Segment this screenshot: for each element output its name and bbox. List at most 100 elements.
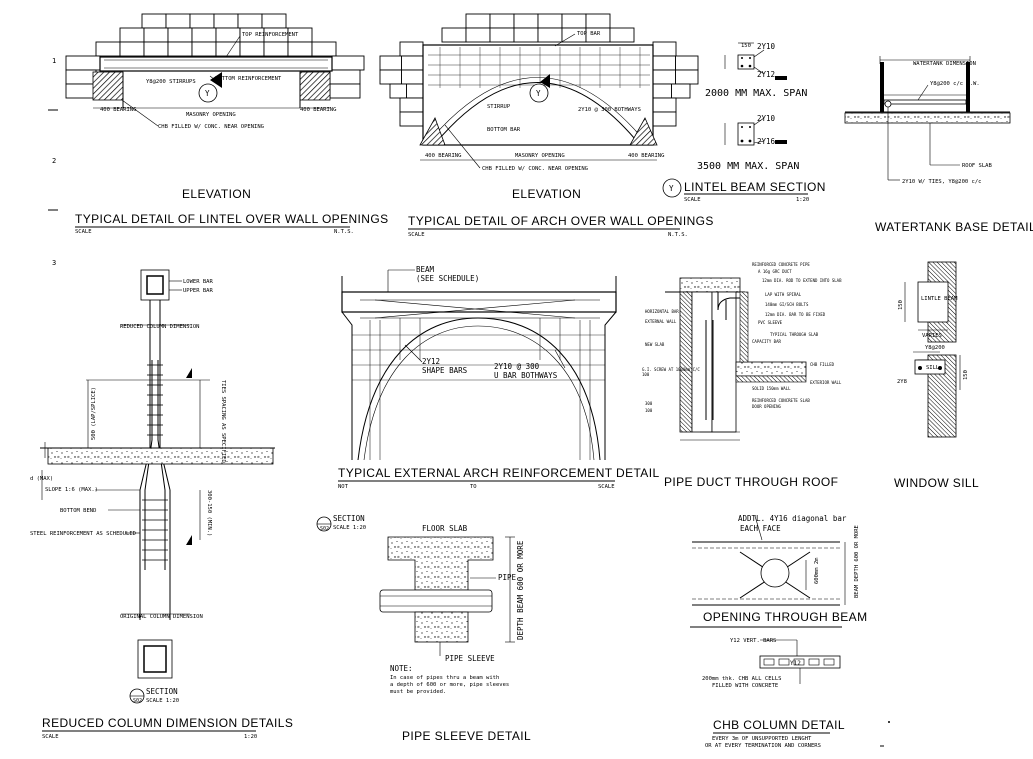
callout-note: G.I. SCREW AT 1000mm C/C bbox=[642, 367, 700, 372]
brick bbox=[65, 83, 97, 99]
chb-column-detail: Y12 VERT. BARS Y12 200mm thk. CHB ALL CE… bbox=[702, 638, 845, 749]
bearing-label: 400 BEARING bbox=[100, 107, 136, 113]
callout-note: CHB FILLED bbox=[810, 362, 835, 367]
section-label: SECTION bbox=[146, 687, 178, 696]
chb-filled-label: CHB FILLED W/ CONC. NEAR OPENING bbox=[158, 124, 264, 130]
elevation-label: ELEVATION bbox=[512, 187, 581, 201]
chb-cell bbox=[808, 658, 820, 666]
dimension-label: WATERTANK DIMENSION bbox=[913, 61, 976, 67]
brick bbox=[609, 27, 635, 43]
window-sill-detail: LINTLE BEAM 150 VARIES Y8@200 SILL 2Y8 1… bbox=[894, 261, 979, 490]
callout-note: CAPACITY BAR bbox=[752, 339, 781, 344]
row-number: 1 bbox=[52, 57, 56, 65]
reduced-column-detail: LOWER BAR UPPER BAR REDUCED COLUMN DIMEN… bbox=[30, 269, 293, 740]
dimension-label: 600mm 2m bbox=[814, 557, 820, 584]
stirrups-label: Y8@200 STIRRUPS bbox=[146, 79, 196, 85]
brick bbox=[513, 27, 539, 43]
brick bbox=[401, 69, 424, 85]
callout-note: SOLID 150mm WALL bbox=[752, 386, 791, 391]
callout-note: 12mm DIA. BAR TO BE FIXED bbox=[765, 312, 826, 317]
section-scale: SCALE 1:20 bbox=[146, 698, 179, 704]
each-face-label: EACH FACE bbox=[740, 524, 781, 533]
scale-label: SCALE bbox=[598, 484, 615, 490]
scale-value: N.T.S. bbox=[668, 232, 688, 238]
brick bbox=[671, 83, 691, 99]
brick bbox=[406, 83, 424, 99]
section-code: S02 bbox=[133, 698, 142, 704]
depth-label: BEAM DEPTH 600 OR MORE bbox=[854, 525, 860, 598]
arch-curve bbox=[433, 82, 641, 146]
bottom-bend-label: BOTTOM BEND bbox=[60, 508, 96, 514]
brick bbox=[379, 55, 402, 71]
stirrup-label: STIRRUP bbox=[487, 104, 511, 110]
chb-note: 200mm thk. CHB ALL CELLS bbox=[702, 676, 781, 682]
depth-label: DEPTH BEAM 600 OR MORE bbox=[516, 540, 525, 640]
bar-mark: Y12 bbox=[790, 660, 801, 667]
brick bbox=[215, 27, 241, 43]
upper-bar-label: UPPER BAR bbox=[183, 288, 213, 294]
row-number: 3 bbox=[52, 259, 56, 267]
arch-bar bbox=[357, 317, 601, 461]
brick bbox=[331, 55, 365, 71]
masonry-opening-label: MASONRY OPENING bbox=[186, 112, 236, 118]
brick bbox=[652, 83, 672, 99]
callout-note: LAP WITH SPIRAL bbox=[765, 292, 802, 297]
arch-bearing-right bbox=[629, 117, 658, 146]
brick bbox=[675, 55, 699, 71]
arch-detail: Y TOP BAR STIRRUP BOTTOM BAR 2Y10 @ 300 … bbox=[379, 13, 713, 238]
bottom-bar-label: BOTTOM BAR bbox=[487, 127, 521, 133]
note-line: In case of pipes thru a beam with bbox=[390, 675, 499, 681]
scale-value: 1:20 bbox=[796, 197, 809, 203]
note-line: must be provided. bbox=[390, 689, 446, 695]
ties-spacing-label: TIES SPACING AS SPECIFIED bbox=[220, 380, 226, 463]
brick-wall bbox=[65, 13, 365, 99]
callout-note: DOOR OPENING bbox=[752, 404, 781, 409]
brick bbox=[119, 27, 145, 43]
chb-cell bbox=[778, 658, 790, 666]
brick bbox=[652, 55, 676, 71]
bottom-bar-spec: 2Y16 bbox=[757, 137, 776, 146]
brick bbox=[141, 13, 167, 29]
brick bbox=[379, 69, 402, 85]
external-arch-detail: BEAM (SEE SCHEDULE) 2Y12 SHAPE BARS 2Y10… bbox=[338, 265, 659, 490]
bearing-label: 400 BEARING bbox=[425, 153, 461, 159]
bearing-right bbox=[299, 71, 331, 101]
dimension-label: 150 bbox=[741, 43, 751, 49]
original-dimension-label: ORIGINAL COLUMN DIMENSION bbox=[120, 614, 203, 620]
slab-section bbox=[47, 447, 274, 465]
span-label: 3500 MM MAX. SPAN bbox=[697, 161, 799, 172]
detail-title: REDUCED COLUMN DIMENSION DETAILS bbox=[42, 716, 293, 730]
section-marker: Y bbox=[205, 89, 210, 98]
section-scale: SCALE 1:20 bbox=[333, 525, 366, 531]
brick bbox=[143, 41, 169, 57]
brick bbox=[399, 111, 424, 127]
bottom-bar-spec: 2Y12 bbox=[757, 70, 775, 79]
top-bar-spec: 2Y10 bbox=[757, 114, 776, 123]
chb-subtitle: OR AT EVERY TERMINATION AND CORNERS bbox=[705, 743, 821, 749]
note-line: a depth of 600 or more, pipe sleeves bbox=[390, 682, 509, 688]
brick bbox=[399, 97, 424, 113]
brick bbox=[237, 13, 263, 29]
brick bbox=[489, 13, 515, 29]
pipe-sleeve-detail: S02 SECTION SCALE 1:20 FLOOR SLAB PIPE D… bbox=[316, 514, 531, 743]
callout-note: 300 bbox=[645, 401, 653, 406]
bearing-left bbox=[92, 71, 124, 101]
see-schedule-label: (SEE SCHEDULE) bbox=[416, 274, 479, 283]
brick bbox=[537, 27, 563, 43]
brick bbox=[65, 69, 97, 85]
additional-bar-label: ADDTL. 4Y16 diagonal bar bbox=[738, 514, 847, 523]
dimension-label: 150 bbox=[898, 300, 904, 310]
brick bbox=[537, 13, 563, 29]
watertank-base-detail: WATERTANK DIMENSION Y8@200 c/c B.W. ROOF… bbox=[844, 56, 1033, 234]
brick bbox=[652, 69, 676, 85]
lintel-detail: Y TOP REINFORCEMENT BOTTOM REINFORCEMENT… bbox=[48, 13, 388, 235]
brick bbox=[213, 13, 239, 29]
dimension-label: 150 bbox=[963, 370, 969, 380]
brick bbox=[65, 55, 101, 71]
callout-note: EXTERNAL WALL bbox=[645, 319, 677, 324]
beam-label: BEAM bbox=[416, 265, 435, 274]
brick bbox=[465, 13, 491, 29]
callout-note: NEW SLAB bbox=[645, 342, 665, 347]
brick bbox=[585, 13, 611, 29]
